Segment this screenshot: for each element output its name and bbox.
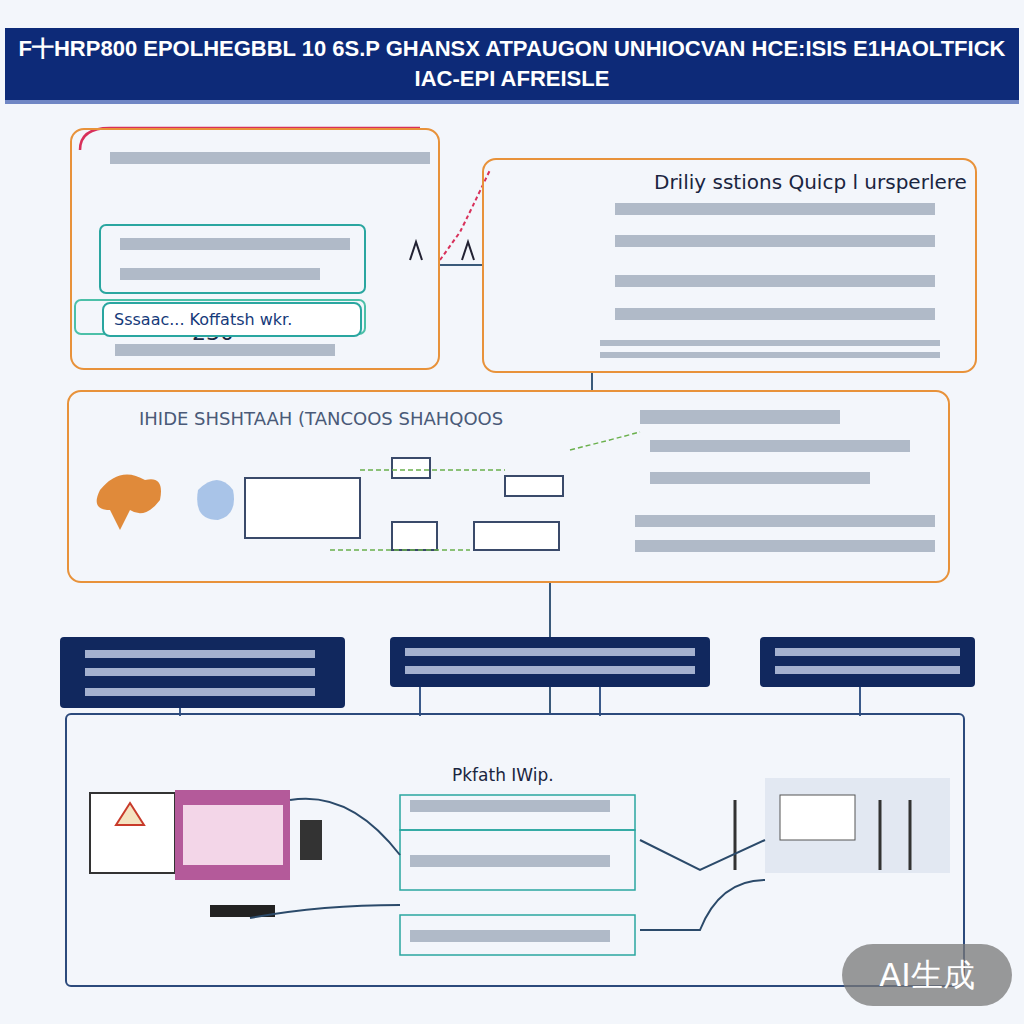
screen-icons <box>245 458 563 550</box>
connector <box>440 265 482 266</box>
wire <box>250 799 765 930</box>
watermark: AI生成 <box>842 944 1012 1006</box>
title-band <box>5 28 1019 100</box>
map-blobs <box>97 474 234 530</box>
teal-box: Sssaac... Koffatsh wkr. <box>102 302 362 337</box>
navy-boxes <box>60 637 975 708</box>
title: F十HRP800 EPOLHEGBBL 10 6S.P GHANSX ATPAU… <box>12 34 1012 94</box>
wire <box>180 687 860 716</box>
navy-glyphs <box>85 648 960 696</box>
glyph-bars <box>110 152 940 942</box>
panel-box: IHIDE SHSHTAAH (TANCOOS SHAHQOOS <box>67 390 950 583</box>
shop-illustration <box>90 790 322 917</box>
node-text: Driliy sstions Quicp l ursperlere <box>654 170 967 194</box>
wire <box>330 432 640 550</box>
tower-symbol <box>410 242 474 260</box>
node-text: Sssaac... Koffatsh wkr. <box>114 310 292 329</box>
connector <box>592 373 593 390</box>
panel-box: Pkfath IWip. <box>65 713 965 987</box>
accent-line <box>80 128 420 150</box>
lab-illustration <box>735 778 950 873</box>
panel-box: 230Sssaac... Koffatsh wkr. <box>70 128 440 370</box>
node-text: IHIDE SHSHTAAH (TANCOOS SHAHQOOS <box>139 408 503 429</box>
panel-box: Driliy sstions Quicp l ursperlere <box>482 158 977 373</box>
node-text: Pkfath IWip. <box>452 765 554 785</box>
title-rule <box>5 100 1019 104</box>
stacked-panels <box>400 795 635 955</box>
